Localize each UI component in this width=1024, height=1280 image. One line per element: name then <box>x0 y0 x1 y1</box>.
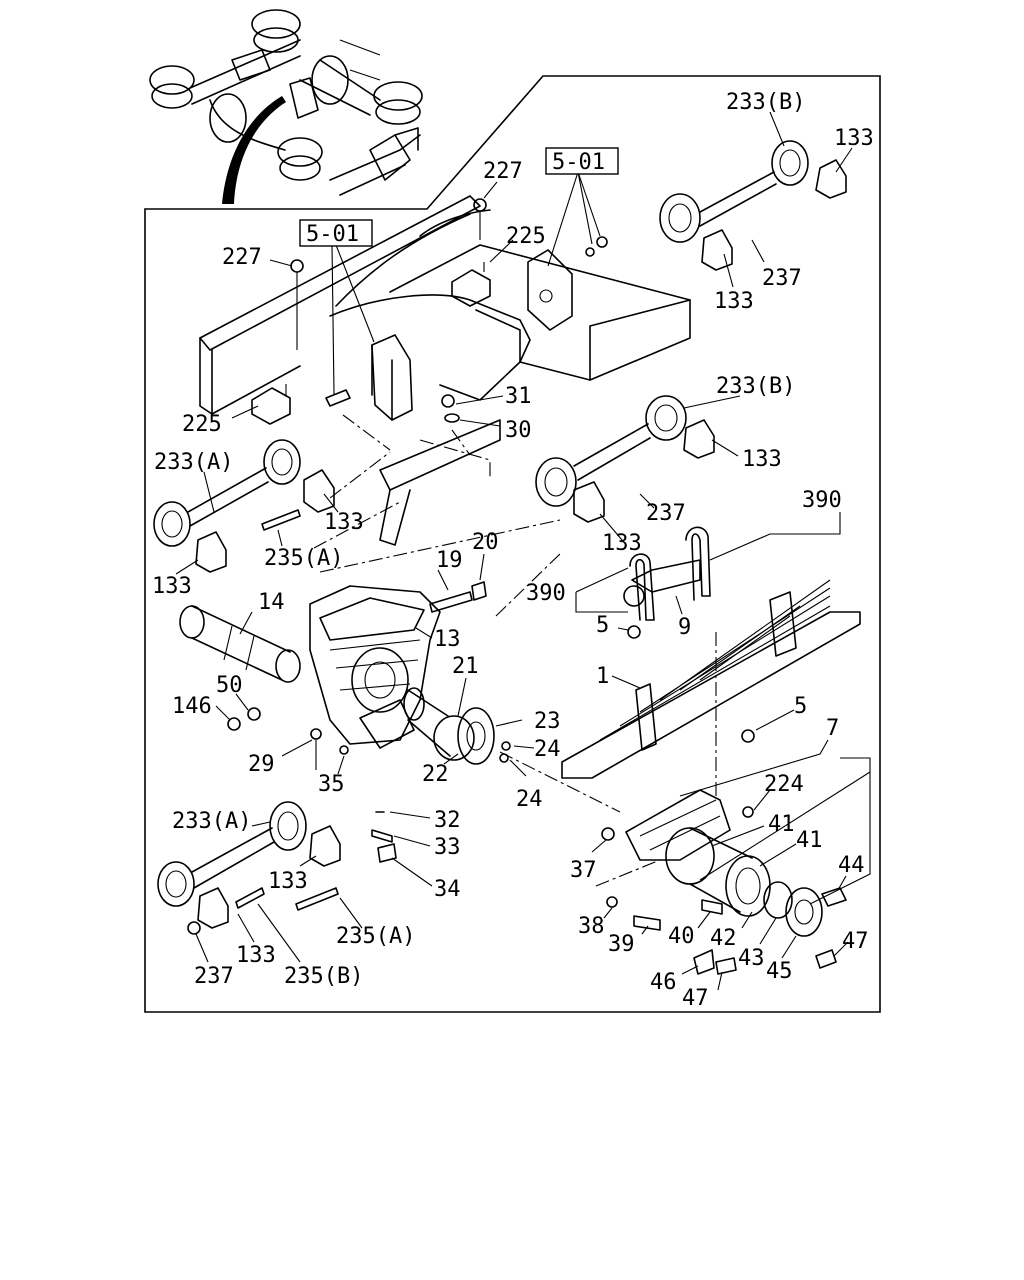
callout: 227 <box>483 159 523 184</box>
callout: 237 <box>646 501 686 526</box>
callout: 133 <box>834 126 874 151</box>
trunnion-shaft <box>179 605 301 731</box>
callout: 5 <box>794 694 807 719</box>
callout: 41 <box>768 812 795 837</box>
reference-box-left: 5-01 <box>299 219 373 247</box>
callout: 29 <box>248 752 275 777</box>
callout: 32 <box>434 808 461 833</box>
callout: 23 <box>534 709 561 734</box>
torque-rod-233b-top <box>659 140 847 271</box>
callout: 233(B) <box>726 90 805 115</box>
callout: 45 <box>766 959 793 984</box>
callout: 237 <box>762 266 802 291</box>
callout: 50 <box>216 673 243 698</box>
callout: 31 <box>505 384 532 409</box>
callout: 5 <box>596 613 609 638</box>
callout: 133 <box>714 289 754 314</box>
inset-axle-thumbnail <box>149 9 423 204</box>
callout: 235(A) <box>336 924 415 949</box>
callout: 39 <box>608 932 635 957</box>
callout: 233(A) <box>154 450 233 475</box>
callout: 225 <box>182 412 222 437</box>
torque-rod-233a-lower <box>157 801 341 935</box>
callout: 24 <box>516 787 543 812</box>
callout: 20 <box>472 530 499 555</box>
callout: 9 <box>678 615 691 640</box>
callout: 40 <box>668 924 695 949</box>
callout: 14 <box>258 590 285 615</box>
callout: 37 <box>570 858 597 883</box>
callout: 133 <box>236 943 276 968</box>
callout: 22 <box>422 762 449 787</box>
torque-rod-233b-mid <box>535 395 715 523</box>
reference-label: 5-01 <box>306 222 359 247</box>
callout: 30 <box>505 418 532 443</box>
callout: 237 <box>194 964 234 989</box>
frame-crossmember <box>199 195 691 546</box>
callout: 33 <box>434 835 461 860</box>
callout: 34 <box>434 877 461 902</box>
callout: 225 <box>506 224 546 249</box>
callout: 7 <box>826 716 839 741</box>
callout: 38 <box>578 914 605 939</box>
hub-assembly <box>310 687 511 770</box>
trunnion-bracket <box>309 581 487 749</box>
callout: 1 <box>596 664 609 689</box>
reference-label: 5-01 <box>552 150 605 175</box>
callout: 42 <box>710 926 737 951</box>
callout: 47 <box>682 986 709 1011</box>
callout: 133 <box>742 447 782 472</box>
callout: 35 <box>318 772 345 797</box>
leaf-spring <box>561 526 861 779</box>
callout: 233(A) <box>172 809 251 834</box>
callout: 390 <box>802 488 842 513</box>
callout: 41 <box>796 828 823 853</box>
callout-labels: 233(B) 133 227 225 227 237 133 225 31 30… <box>152 90 874 1011</box>
callout: 19 <box>436 548 463 573</box>
callout: 227 <box>222 245 262 270</box>
reference-box-right: 5-01 <box>545 147 619 175</box>
callout: 133 <box>268 869 308 894</box>
detail-frame <box>144 75 881 1013</box>
callout: 46 <box>650 970 677 995</box>
leader-lines <box>175 111 871 991</box>
callout: 47 <box>842 929 869 954</box>
callout: 24 <box>534 737 561 762</box>
callout: 235(B) <box>284 964 363 989</box>
callout: 390 <box>526 581 566 606</box>
callout: 133 <box>324 510 364 535</box>
callout: 133 <box>152 574 192 599</box>
callout: 235(A) <box>264 546 343 571</box>
callout: 21 <box>452 654 479 679</box>
callout: 233(B) <box>716 374 795 399</box>
callout: 44 <box>838 853 865 878</box>
callout: 43 <box>738 946 765 971</box>
callout: 224 <box>764 772 804 797</box>
callout: 13 <box>434 627 461 652</box>
callout: 133 <box>602 531 642 556</box>
callout: 146 <box>172 694 212 719</box>
